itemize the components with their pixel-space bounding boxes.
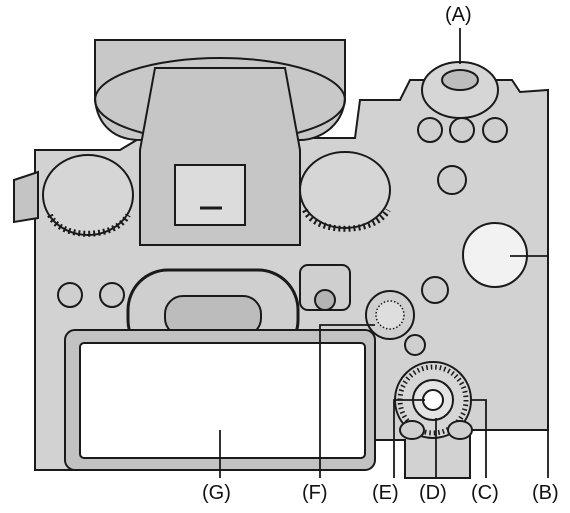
top-dial-a-button — [441, 69, 479, 91]
fn-button-1[interactable] — [417, 117, 443, 143]
callout-label-b: (B) — [532, 482, 559, 504]
menu-set-button-e[interactable] — [422, 389, 444, 411]
rear-dial-b[interactable] — [462, 222, 528, 288]
callout-label-e: (E) — [372, 482, 399, 504]
leader-b — [510, 255, 549, 478]
left-button-1[interactable] — [57, 282, 83, 308]
leader-e — [393, 399, 425, 478]
leader-lines — [219, 28, 549, 478]
left-button-2[interactable] — [99, 282, 125, 308]
drive-dial-right-knurl — [302, 208, 391, 232]
bottom-button-right[interactable] — [447, 420, 473, 440]
leader-f — [319, 324, 375, 478]
bottom-button-left[interactable] — [399, 420, 425, 440]
leader-c — [470, 399, 487, 478]
fn-button-3[interactable] — [482, 117, 508, 143]
af-on-button[interactable] — [421, 276, 449, 304]
strap-lug-left — [13, 170, 39, 224]
joystick-f-top — [375, 300, 405, 330]
callout-label-g: (G) — [202, 482, 231, 504]
fn-button-2[interactable] — [449, 117, 475, 143]
mode-dial-left-knurl — [47, 213, 131, 237]
playback-button[interactable] — [404, 334, 426, 356]
monitor-screen-g[interactable] — [79, 342, 366, 459]
hot-shoe — [174, 164, 246, 226]
callout-label-f: (F) — [302, 482, 328, 504]
callout-label-a: (A) — [445, 4, 472, 26]
callout-label-c: (C) — [471, 482, 499, 504]
diopter-center — [314, 289, 336, 311]
mode-dial-left[interactable] — [42, 154, 134, 236]
rear-button[interactable] — [437, 165, 467, 195]
callout-label-d: (D) — [419, 482, 447, 504]
